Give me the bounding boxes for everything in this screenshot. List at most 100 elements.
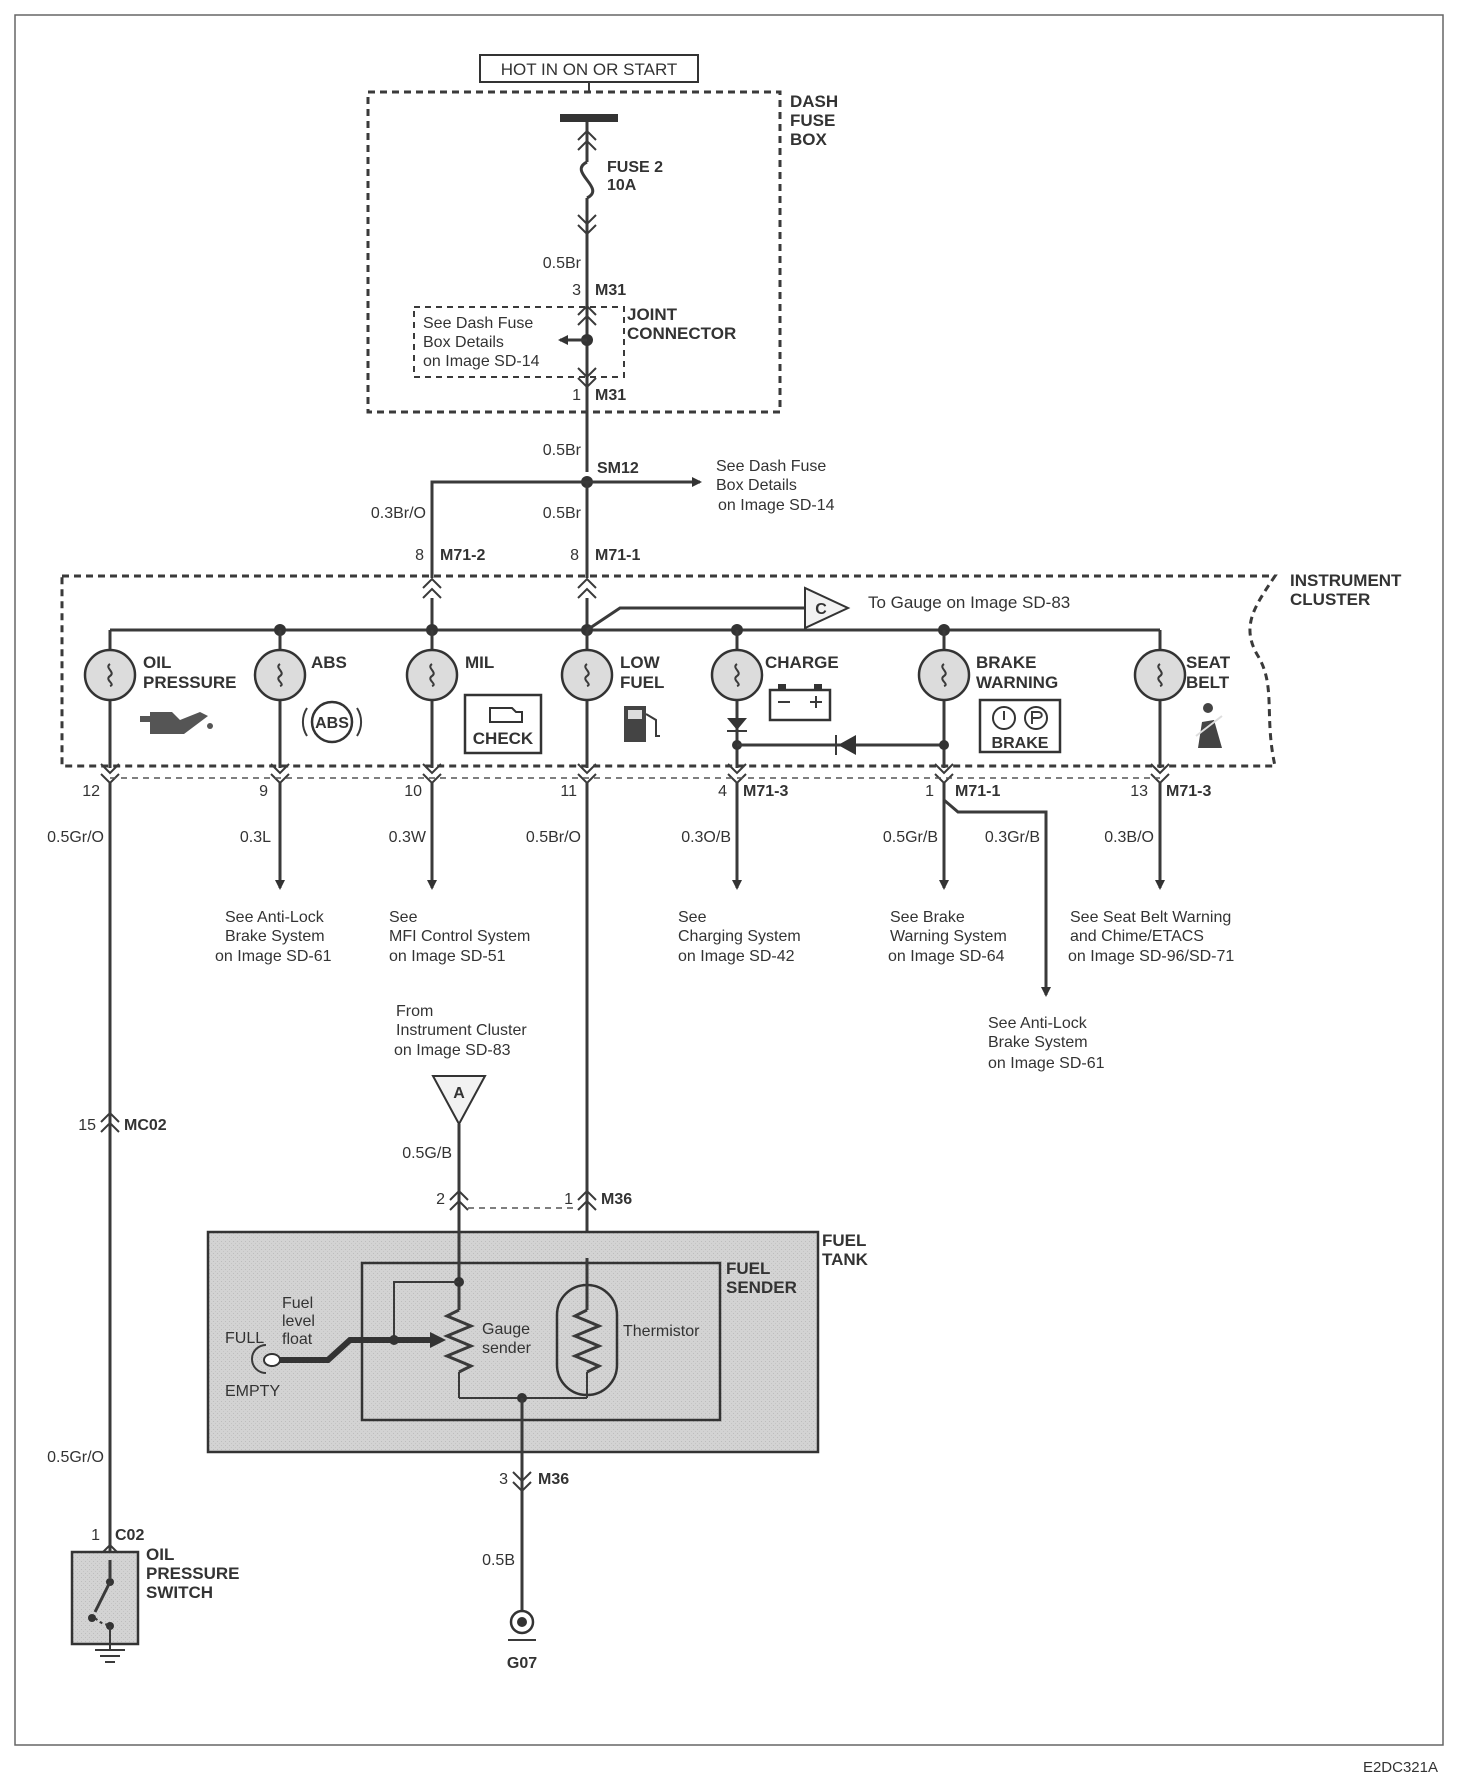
float-label-1: Fuel bbox=[282, 1295, 313, 1312]
ground-wire: 0.5B bbox=[482, 1552, 515, 1569]
m31-bottom-pin: 1 bbox=[572, 387, 581, 404]
out-pin-9: 9 bbox=[259, 783, 268, 800]
check-engine-icon: CHECK bbox=[463, 693, 543, 755]
brake-icon-text: BRAKE bbox=[992, 735, 1049, 752]
abs-icon-text: ABS bbox=[315, 715, 349, 732]
m31-bottom-connector bbox=[577, 367, 597, 389]
input-wire-2: 0.5Br bbox=[543, 505, 582, 522]
out-wire-13: 0.3B/O bbox=[1104, 829, 1154, 846]
input-pin-1: 8 bbox=[415, 547, 424, 564]
ref-brake-warning: See Brake Warning System on Image SD-64 bbox=[888, 909, 1007, 965]
diagram-code: E2DC321A bbox=[1363, 1759, 1438, 1776]
float-label-2: level bbox=[282, 1313, 315, 1330]
out-pin-1: 1 bbox=[925, 783, 934, 800]
svg-text:on Image SD-51: on Image SD-51 bbox=[389, 948, 506, 965]
input-wire-1: 0.3Br/O bbox=[371, 505, 426, 522]
abs-icon: ABS bbox=[301, 700, 363, 744]
out-wire-12: 0.5Gr/O bbox=[47, 829, 104, 846]
thermistor-label: Thermistor bbox=[623, 1323, 700, 1340]
fuse-label-1: FUSE 2 bbox=[607, 159, 663, 176]
out-wire-10: 0.3W bbox=[389, 829, 427, 846]
gauge-sender-label-1: Gauge bbox=[482, 1321, 530, 1338]
ground-conn: M36 bbox=[538, 1471, 569, 1488]
float-empty-label: EMPTY bbox=[225, 1383, 280, 1400]
oil-can-icon bbox=[140, 712, 213, 734]
fuel-sender-label-1: FUEL bbox=[726, 1259, 770, 1278]
fuel-tank-label-2: TANK bbox=[822, 1250, 869, 1269]
lamp-seat-belt: SEAT BELT bbox=[1133, 648, 1231, 748]
lamp-mil-name: MIL bbox=[465, 653, 494, 672]
mc02-pin: 15 bbox=[78, 1117, 96, 1134]
cluster-label-1: INSTRUMENT bbox=[1290, 571, 1402, 590]
lamp-seat-name-2: BELT bbox=[1186, 673, 1230, 692]
seat-belt-icon bbox=[1195, 703, 1223, 748]
m31-top-label: M31 bbox=[595, 282, 626, 299]
fuel-wire-a: 0.5G/B bbox=[402, 1145, 452, 1162]
fuel-tank-label-1: FUEL bbox=[822, 1231, 866, 1250]
fuse-2 bbox=[579, 160, 595, 200]
float-icon bbox=[263, 1353, 281, 1367]
out-wire-1: 0.5Gr/B bbox=[883, 829, 938, 846]
svg-text:See Seat Belt Warning: See Seat Belt Warning bbox=[1070, 909, 1231, 926]
brake-diode bbox=[838, 735, 856, 755]
lamp-fuel-name-2: FUEL bbox=[620, 673, 664, 692]
input-conn-1: M71-2 bbox=[440, 547, 485, 564]
check-icon-text: CHECK bbox=[473, 729, 534, 748]
m36-pin-b: 1 bbox=[564, 1191, 573, 1208]
battery-icon bbox=[768, 684, 832, 722]
svg-text:on Image SD-61: on Image SD-61 bbox=[215, 948, 332, 965]
svg-text:See Anti-Lock: See Anti-Lock bbox=[225, 909, 325, 926]
out-pin-4: 4 bbox=[718, 783, 727, 800]
out-wire-9: 0.3L bbox=[240, 829, 271, 846]
svg-text:See Anti-Lock: See Anti-Lock bbox=[988, 1015, 1088, 1032]
from-label-2: Instrument Cluster bbox=[396, 1022, 527, 1039]
joint-label-1: JOINT bbox=[627, 305, 678, 324]
from-label-3: on Image SD-83 bbox=[394, 1042, 511, 1059]
lamp-fuel-name-1: LOW bbox=[620, 653, 661, 672]
svg-text:Charging System: Charging System bbox=[678, 928, 801, 945]
oil-switch-ground-icon bbox=[95, 1649, 125, 1663]
svg-text:See: See bbox=[678, 909, 707, 926]
splice-see-2: Box Details bbox=[716, 477, 797, 494]
svg-text:Brake System: Brake System bbox=[225, 928, 325, 945]
lamp-abs-name: ABS bbox=[311, 653, 347, 672]
svg-text:See Brake: See Brake bbox=[890, 909, 965, 926]
switch-label-2: PRESSURE bbox=[146, 1564, 240, 1583]
wire-top-label: 0.5Br bbox=[543, 255, 582, 272]
from-label-1: From bbox=[396, 1003, 433, 1020]
svg-text:See: See bbox=[389, 909, 418, 926]
out-conn-4: M71-3 bbox=[743, 783, 788, 800]
m36-pin-a: 2 bbox=[436, 1191, 445, 1208]
fuse-label-2: 10A bbox=[607, 177, 637, 194]
switch-label-1: OIL bbox=[146, 1545, 174, 1564]
joint-see-1: See Dash Fuse bbox=[423, 315, 533, 332]
svg-text:on Image SD-64: on Image SD-64 bbox=[888, 948, 1005, 965]
lamp-brake-name-2: WARNING bbox=[976, 673, 1058, 692]
c02-pin: 1 bbox=[91, 1527, 100, 1544]
lamp-brake-warning: BRAKE WARNING BRAKE bbox=[917, 648, 1062, 754]
input-pin-2: 8 bbox=[570, 547, 579, 564]
out-pin-10: 10 bbox=[404, 783, 422, 800]
svg-text:on Image SD-61: on Image SD-61 bbox=[988, 1055, 1105, 1072]
gauge-sender-label-2: sender bbox=[482, 1340, 532, 1357]
fuel-sender-label-2: SENDER bbox=[726, 1278, 797, 1297]
brake-icon: BRAKE bbox=[978, 698, 1062, 754]
float-label-3: float bbox=[282, 1331, 313, 1348]
input-conn-2: M71-1 bbox=[595, 547, 640, 564]
lamp-oil-pressure: OIL PRESSURE bbox=[83, 648, 237, 734]
lamp-oil-name-2: PRESSURE bbox=[143, 673, 237, 692]
joint-connector-box bbox=[413, 306, 625, 378]
ref-a-triangle bbox=[431, 1075, 487, 1127]
ref-seat-belt: See Seat Belt Warning and Chime/ETACS on… bbox=[1068, 909, 1234, 965]
fuse-connector-top bbox=[577, 129, 597, 151]
page-frame bbox=[14, 14, 1444, 1746]
out-pin-13: 13 bbox=[1130, 783, 1148, 800]
lamp-charge: CHARGE bbox=[710, 648, 839, 750]
svg-text:and Chime/ETACS: and Chime/ETACS bbox=[1070, 928, 1204, 945]
gauge-c-ref bbox=[804, 586, 851, 630]
joint-see-2: Box Details bbox=[423, 334, 504, 351]
ref-abs-2: See Anti-Lock Brake System on Image SD-6… bbox=[988, 1015, 1105, 1072]
lamp-brake-name-1: BRAKE bbox=[976, 653, 1036, 672]
mc02-label: MC02 bbox=[124, 1117, 167, 1134]
out-wire-1b: 0.3Gr/B bbox=[985, 829, 1040, 846]
